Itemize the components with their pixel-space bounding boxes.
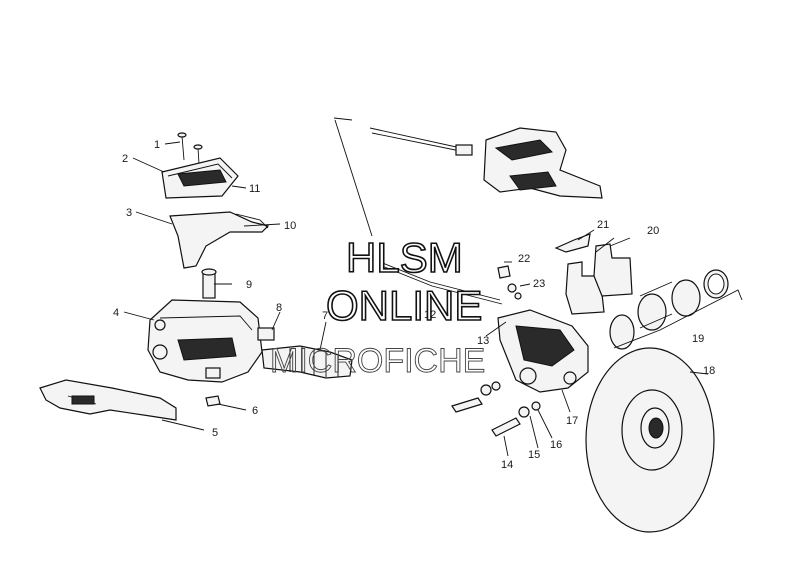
leader-line bbox=[333, 117, 353, 121]
callout-leaders bbox=[123, 141, 709, 457]
callout-16: 16 bbox=[550, 439, 562, 451]
watermark-line-3: MICROFICHE bbox=[270, 342, 485, 380]
callout-11: 11 bbox=[249, 183, 260, 195]
clip bbox=[205, 395, 221, 407]
piston-boot bbox=[261, 345, 353, 379]
callout-18: 18 bbox=[703, 365, 715, 377]
leader-line bbox=[334, 119, 373, 237]
callout-6: 6 bbox=[252, 405, 258, 417]
callout-23: 23 bbox=[533, 278, 545, 290]
callout-20: 20 bbox=[647, 225, 659, 237]
brake-lever bbox=[39, 379, 177, 421]
pad-spring bbox=[554, 233, 591, 253]
reservoir-cover bbox=[161, 157, 239, 199]
caliper-piston bbox=[609, 269, 729, 350]
callout-5: 5 bbox=[212, 427, 218, 439]
callout-17: 17 bbox=[566, 415, 578, 427]
brake-disc bbox=[585, 347, 715, 533]
watermark-line-2: ONLINE bbox=[326, 282, 482, 329]
callout-15: 15 bbox=[528, 449, 540, 461]
callout-7: 7 bbox=[322, 310, 328, 322]
callout-4: 4 bbox=[113, 307, 119, 319]
callout-10: 10 bbox=[284, 220, 296, 232]
screw-1 bbox=[177, 132, 203, 165]
callout-9: 9 bbox=[246, 279, 252, 291]
watermark-line-1: HLSM bbox=[346, 234, 463, 281]
callout-12: 12 bbox=[424, 309, 436, 321]
callout-22: 22 bbox=[518, 253, 530, 265]
group-bracket bbox=[613, 289, 743, 349]
brake-caliper bbox=[497, 309, 589, 393]
caliper-bolt bbox=[451, 381, 541, 437]
diaphragm bbox=[169, 211, 270, 269]
callout-21: 21 bbox=[597, 219, 609, 231]
callout-13: 13 bbox=[477, 335, 489, 347]
brake-hose bbox=[379, 261, 503, 305]
callout-14: 14 bbox=[501, 459, 513, 471]
pivot-pin bbox=[257, 327, 275, 341]
callout-3: 3 bbox=[126, 207, 132, 219]
callout-1: 1 bbox=[154, 139, 160, 151]
callout-19: 19 bbox=[692, 333, 704, 345]
brake-pad bbox=[565, 243, 633, 315]
callout-2: 2 bbox=[122, 153, 128, 165]
master-cylinder-body bbox=[147, 299, 263, 383]
callout-8: 8 bbox=[276, 302, 282, 314]
bleeder-valve bbox=[497, 265, 522, 300]
plug bbox=[201, 268, 217, 299]
handlebar-master-cylinder bbox=[369, 127, 603, 199]
